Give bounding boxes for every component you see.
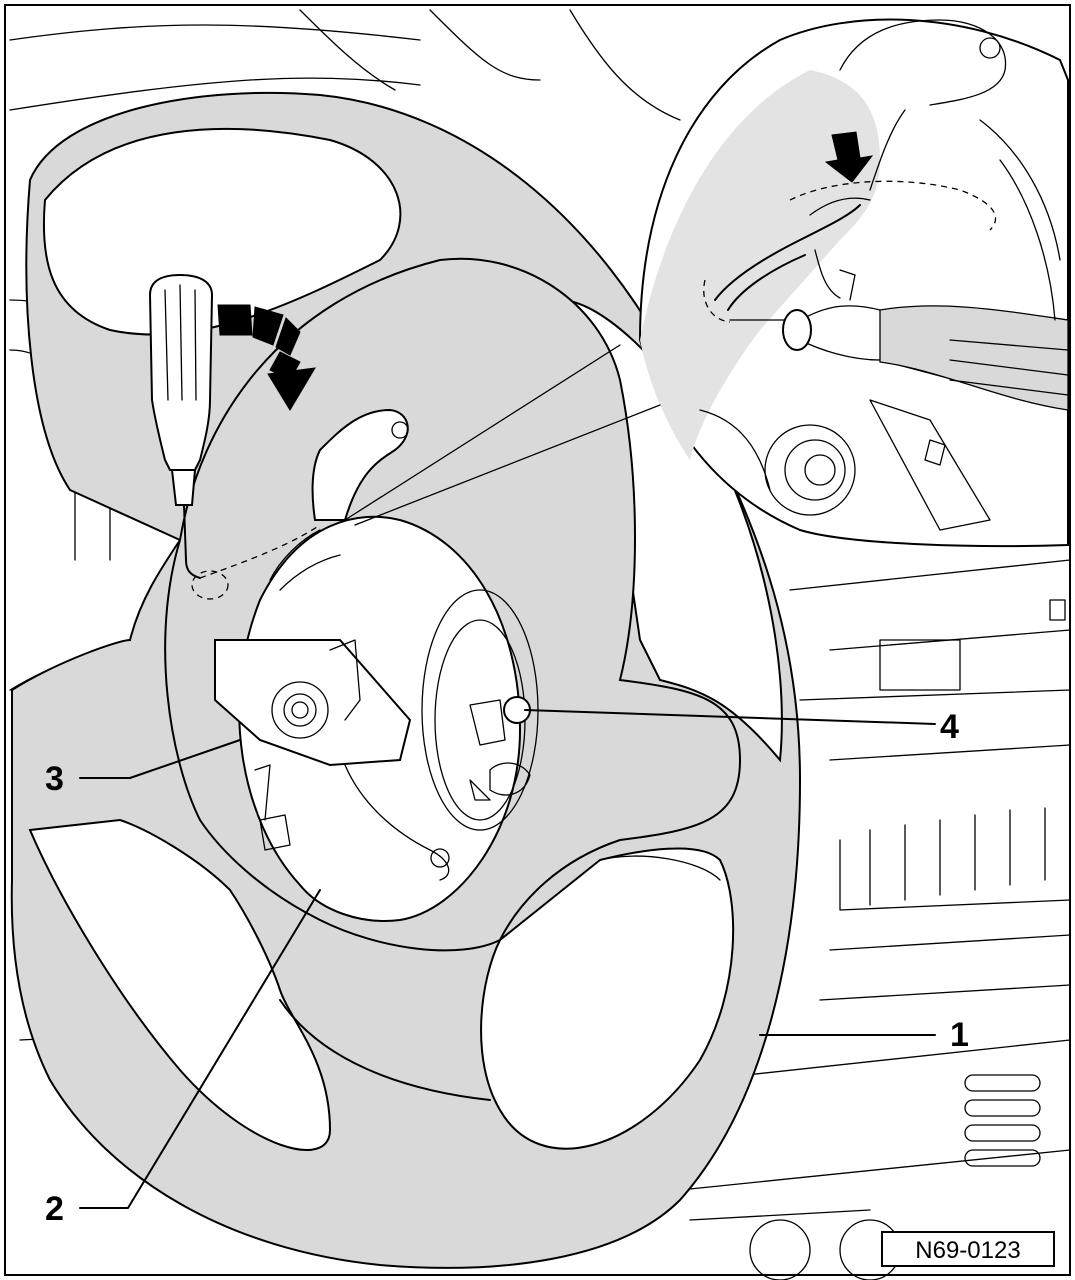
screwdriver-icon [148, 273, 321, 600]
callout-4: 4 [940, 708, 959, 746]
figure-code: N69-0123 [915, 1237, 1020, 1264]
curved-arrow-icon [217, 304, 316, 411]
down-arrow-icon [824, 131, 874, 183]
callout-1: 1 [950, 1016, 969, 1054]
callout-2: 2 [45, 1190, 64, 1228]
callout-3: 3 [45, 760, 64, 798]
figure-code-box: N69-0123 [881, 1231, 1055, 1267]
detail-view [344, 18, 1069, 548]
leader-lines [79, 709, 936, 1209]
